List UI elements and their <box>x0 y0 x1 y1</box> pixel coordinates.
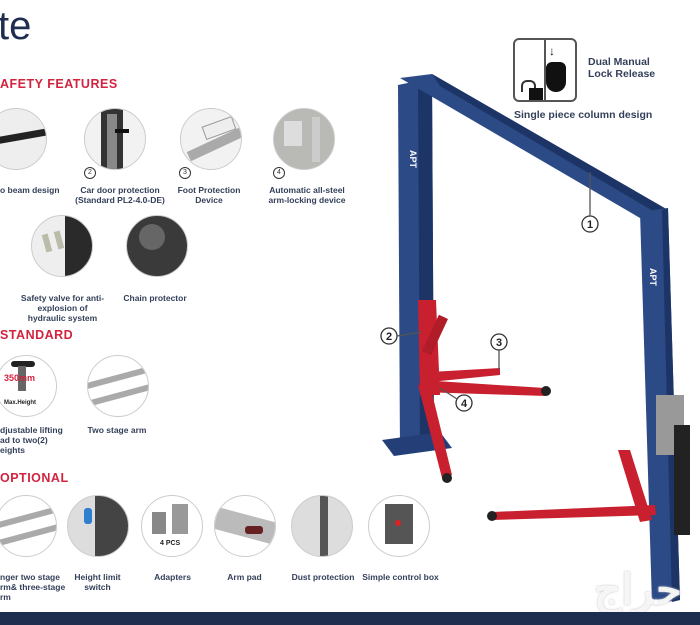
chain-protector-image <box>126 215 188 277</box>
arm-locking-device-image <box>273 108 335 170</box>
feature-label: Foot Protection Device <box>177 185 241 205</box>
lock-release-icon: ↓ <box>513 38 577 102</box>
feature-label: Dust protection <box>291 572 355 582</box>
arm-pad-image <box>214 495 276 557</box>
lock-release-line2: Lock Release <box>588 68 656 80</box>
feature-label: Chain protector <box>123 293 187 303</box>
max-height-overlay: Max.Height <box>4 400 37 406</box>
adapters-quantity-overlay: 4 PCS <box>160 540 181 547</box>
adapters-image: 4 PCS <box>141 495 203 557</box>
feature-label: Automatic all-steel arm-locking device <box>268 185 346 205</box>
footer-bar <box>0 612 700 625</box>
adjustable-pad-image: 350mm Max.Height <box>0 355 57 417</box>
car-door-protection-image <box>84 108 146 170</box>
lock-release-line1: Dual Manual <box>588 56 650 68</box>
column-brand-left: APT <box>408 150 418 169</box>
section-safety-features: AFETY FEATURES <box>0 77 118 91</box>
top-beam <box>400 74 668 218</box>
left-lift-arms <box>418 300 551 483</box>
safety-valve-image <box>31 215 93 277</box>
callout-4: 4 <box>461 398 468 410</box>
callout-number: 2 <box>84 167 96 179</box>
feature-label: Car door protection (Standard PL2-4.0-DE… <box>75 185 165 205</box>
two-stage-arm-image <box>87 355 149 417</box>
page-title: te <box>0 4 32 48</box>
callouts <box>380 172 599 412</box>
feature-label: nger two stage rm& three-stage rm <box>0 572 66 602</box>
section-optional: OPTIONAL <box>0 471 69 485</box>
callout-2: 2 <box>386 331 392 343</box>
left-column <box>382 78 452 456</box>
control-box-image <box>368 495 430 557</box>
callout-number: 3 <box>179 167 191 179</box>
foot-protection-image <box>180 108 242 170</box>
feature-label: Safety valve for anti-explosion of hydra… <box>20 293 105 323</box>
lock-release-label: Dual Manual Lock Release <box>588 56 655 80</box>
feature-label: Simple control box <box>362 572 439 582</box>
feature-label: o beam design <box>0 185 60 195</box>
feature-label: Height limit switch <box>74 572 121 592</box>
callout-3: 3 <box>496 337 502 349</box>
right-column <box>640 208 690 604</box>
feature-label: djustable lifting ad to two(2) eights <box>0 425 63 455</box>
motor-cylinder <box>674 425 690 535</box>
watermark-logo: حراج <box>594 566 682 613</box>
feature-label: Arm pad <box>227 572 262 582</box>
pad-height-overlay: 350mm <box>4 373 36 383</box>
callout-1: 1 <box>587 219 593 231</box>
dust-protection-image <box>291 495 353 557</box>
height-limit-switch-image <box>67 495 129 557</box>
callout-number: 4 <box>273 167 285 179</box>
right-lift-arms <box>487 450 656 522</box>
feature-label: Adapters <box>154 572 191 582</box>
column-brand-right: APT <box>648 268 658 287</box>
column-design-caption: Single piece column design <box>514 109 653 121</box>
feature-label: Two stage arm <box>87 425 147 435</box>
longer-arm-image <box>0 495 57 557</box>
section-standard: STANDARD <box>0 328 74 342</box>
